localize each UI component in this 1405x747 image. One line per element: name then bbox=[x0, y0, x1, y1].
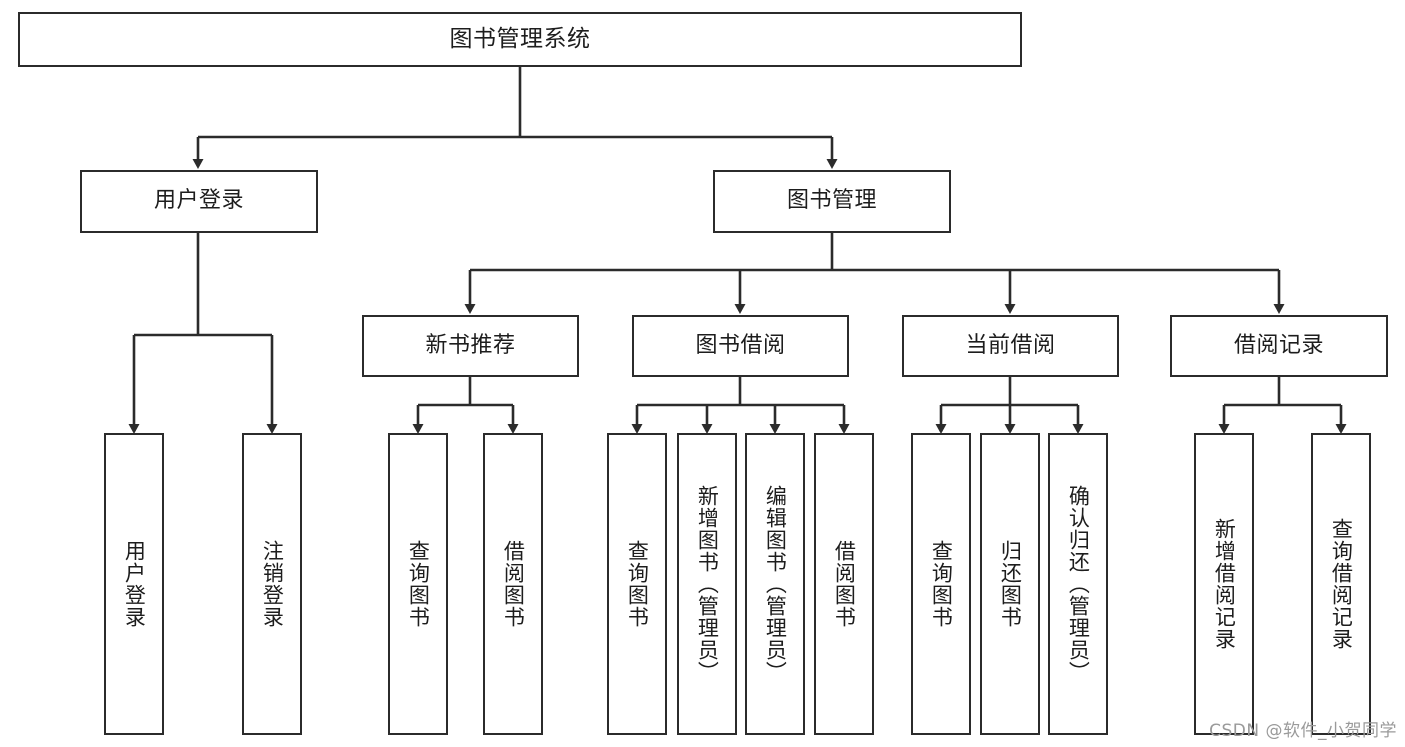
leaf-record-query-record[interactable]: 查询借阅记录 bbox=[1311, 433, 1371, 735]
node-label: 当前借阅 bbox=[965, 332, 1056, 358]
leaf-current-return-book[interactable]: 归还图书 bbox=[980, 433, 1040, 735]
leaf-user-login-signout[interactable]: 注销登录 bbox=[242, 433, 302, 735]
node-label: 图书管理 bbox=[786, 188, 877, 214]
csdn-watermark: CSDN @软件_小贺同学 bbox=[1209, 721, 1397, 741]
node-label: 图书借阅 bbox=[695, 332, 786, 358]
node-label: 借阅图书 bbox=[501, 540, 526, 628]
node-label: 查询图书 bbox=[625, 540, 650, 628]
node-label: 图书管理系统 bbox=[449, 25, 591, 52]
leaf-current-query-book[interactable]: 查询图书 bbox=[911, 433, 971, 735]
leaf-borrow-borrow-book[interactable]: 借阅图书 bbox=[814, 433, 874, 735]
node-label: 注销登录 bbox=[260, 540, 285, 628]
node-label: 确认归还（管理员） bbox=[1066, 485, 1091, 683]
node-label: 用户登录 bbox=[153, 188, 244, 214]
node-label: 借阅记录 bbox=[1233, 332, 1324, 358]
node-user-login[interactable]: 用户登录 bbox=[80, 170, 318, 233]
node-label: 用户登录 bbox=[122, 540, 147, 628]
node-root-system[interactable]: 图书管理系统 bbox=[18, 12, 1022, 67]
node-label: 新增借阅记录 bbox=[1212, 518, 1237, 650]
node-label: 归还图书 bbox=[998, 540, 1023, 628]
node-label: 新书推荐 bbox=[425, 332, 516, 358]
leaf-borrow-query-book[interactable]: 查询图书 bbox=[607, 433, 667, 735]
node-new-book-recommend[interactable]: 新书推荐 bbox=[362, 315, 579, 377]
leaf-borrow-add-book-admin[interactable]: 新增图书（管理员） bbox=[677, 433, 737, 735]
leaf-user-login-signin[interactable]: 用户登录 bbox=[104, 433, 164, 735]
leaf-recommend-borrow-book[interactable]: 借阅图书 bbox=[483, 433, 543, 735]
node-label: 查询图书 bbox=[929, 540, 954, 628]
node-label: 借阅图书 bbox=[832, 540, 857, 628]
node-current-borrow[interactable]: 当前借阅 bbox=[902, 315, 1119, 377]
node-label: 查询图书 bbox=[406, 540, 431, 628]
node-borrow-record[interactable]: 借阅记录 bbox=[1170, 315, 1388, 377]
node-label: 编辑图书（管理员） bbox=[763, 485, 788, 683]
node-label: 查询借阅记录 bbox=[1329, 518, 1354, 650]
leaf-current-confirm-return-admin[interactable]: 确认归还（管理员） bbox=[1048, 433, 1108, 735]
leaf-recommend-query-book[interactable]: 查询图书 bbox=[388, 433, 448, 735]
leaf-borrow-edit-book-admin[interactable]: 编辑图书（管理员） bbox=[745, 433, 805, 735]
node-book-management[interactable]: 图书管理 bbox=[713, 170, 951, 233]
leaf-record-add-record[interactable]: 新增借阅记录 bbox=[1194, 433, 1254, 735]
node-book-borrow[interactable]: 图书借阅 bbox=[632, 315, 849, 377]
node-label: 新增图书（管理员） bbox=[695, 485, 720, 683]
